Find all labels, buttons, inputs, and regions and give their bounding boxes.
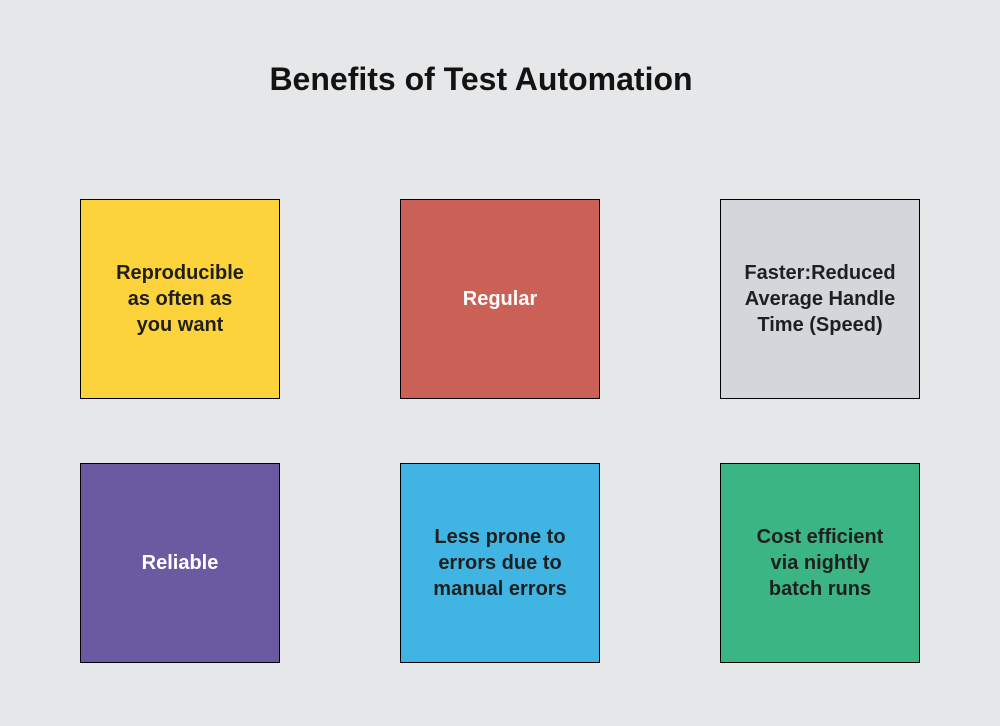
card-regular-label: Regular bbox=[462, 288, 538, 310]
card-faster-label: Faster:Reduced Average Handle Time (Spee… bbox=[744, 262, 896, 336]
page-title: Benefits of Test Automation bbox=[269, 61, 693, 97]
card-cost-efficient: Cost efficient via nightly batch runs bbox=[720, 463, 920, 663]
card-reproducible: Reproducible as often as you want bbox=[80, 199, 280, 399]
card-less-errors: Less prone to errors due to manual error… bbox=[400, 463, 600, 663]
card-faster: Faster:Reduced Average Handle Time (Spee… bbox=[720, 199, 920, 399]
card-less-errors-label: Less prone to errors due to manual error… bbox=[433, 526, 567, 600]
card-regular: Regular bbox=[400, 199, 600, 399]
card-reliable-label: Reliable bbox=[141, 552, 219, 574]
card-reproducible-label: Reproducible as often as you want bbox=[116, 262, 244, 336]
card-cost-efficient-label: Cost efficient via nightly batch runs bbox=[756, 526, 884, 600]
benefits-grid: Reproducible as often as you want Regula… bbox=[80, 199, 920, 663]
card-reliable: Reliable bbox=[80, 463, 280, 663]
